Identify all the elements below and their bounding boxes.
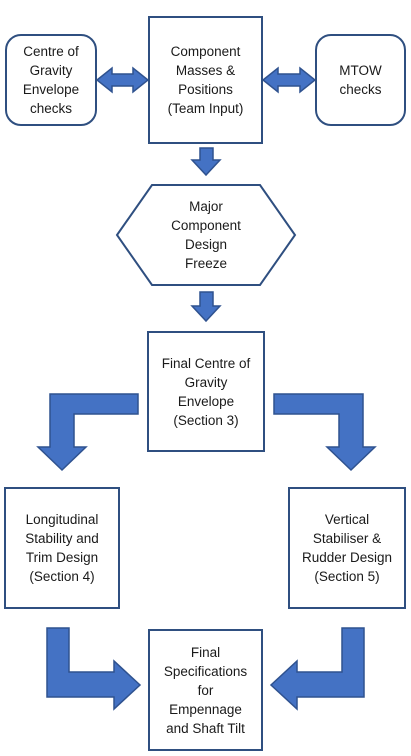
mtow-checks-box: MTOW checks	[315, 34, 406, 126]
arrow-down-to-final-cg	[190, 291, 222, 323]
bent-arrow-from-longitudinal	[46, 627, 142, 711]
design-freeze-node: Major Component Design Freeze	[152, 185, 260, 285]
cg-envelope-checks-label: Centre of Gravity Envelope checks	[22, 44, 80, 116]
final-cg-envelope-box: Final Centre of Gravity Envelope (Sectio…	[147, 331, 265, 452]
bent-arrow-to-vertical	[273, 393, 377, 472]
double-arrow-masses-to-mtow	[261, 66, 317, 94]
longitudinal-stability-label: Longitudinal Stability and Trim Design (…	[25, 512, 99, 584]
component-masses-box: Component Masses & Positions (Team Input…	[148, 16, 263, 144]
final-cg-envelope-label: Final Centre of Gravity Envelope (Sectio…	[161, 355, 251, 428]
arrow-down-to-freeze	[190, 147, 222, 177]
cg-envelope-checks-box: Centre of Gravity Envelope checks	[5, 34, 97, 126]
design-freeze-hexagon	[115, 184, 297, 286]
bent-arrow-to-longitudinal	[36, 393, 139, 472]
vertical-stabiliser-label: Vertical Stabiliser & Rudder Design (Sec…	[301, 512, 393, 584]
double-arrow-cg-to-masses	[95, 66, 150, 94]
longitudinal-stability-box: Longitudinal Stability and Trim Design (…	[4, 487, 120, 609]
component-masses-label: Component Masses & Positions (Team Input…	[167, 44, 244, 116]
bent-arrow-from-vertical	[269, 627, 365, 711]
design-freeze-label: Major Component Design Freeze	[171, 199, 241, 271]
mtow-checks-label: MTOW checks	[339, 63, 382, 97]
final-specifications-label: Final Specifications for Empennage and S…	[163, 644, 248, 736]
final-specifications-box: Final Specifications for Empennage and S…	[148, 629, 263, 751]
vertical-stabiliser-box: Vertical Stabiliser & Rudder Design (Sec…	[288, 487, 406, 609]
